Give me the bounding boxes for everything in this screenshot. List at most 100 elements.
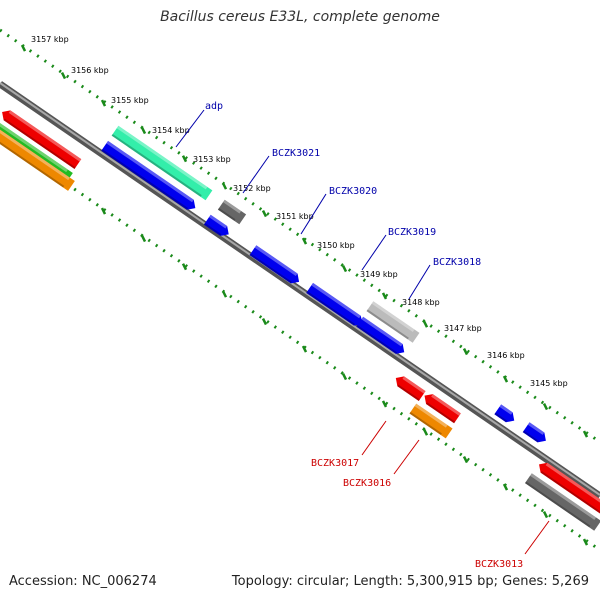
gene-adp-highlight xyxy=(116,125,208,190)
gene-blue-bczk3020[interactable] xyxy=(249,245,303,287)
gene-red-bczk3013-shape xyxy=(539,462,600,515)
gene-blue-bczk3021-highlight xyxy=(106,140,194,203)
gene-blue-small-3[interactable] xyxy=(522,422,550,445)
outer-ruler-tick-14 xyxy=(542,402,549,411)
gene-orange-left[interactable] xyxy=(0,113,75,191)
ruler-tick-label: 3147 kbp xyxy=(444,324,482,333)
gene-red-bczk3016[interactable] xyxy=(421,391,461,424)
gene-blue-small-2-shade xyxy=(494,412,508,423)
gene-green-left-highlight xyxy=(0,105,68,173)
gene-label-adp[interactable]: adp xyxy=(205,101,223,112)
gene-gray-bczk3013-highlight xyxy=(530,473,597,520)
gene-blue-3018b-highlight xyxy=(361,316,403,347)
gene-blue-small-shape xyxy=(203,214,229,236)
gene-red-far-left-highlight xyxy=(8,110,82,162)
gene-gray-small[interactable] xyxy=(217,199,247,225)
gene-blue-bczk3020-highlight xyxy=(254,245,298,276)
gene-blue-3018b[interactable] xyxy=(356,316,407,357)
gene-blue-bczk3021-shade xyxy=(101,149,189,210)
gene-blue-bczk3020-shape xyxy=(249,245,300,284)
inner-ruler-tick-10 xyxy=(381,400,388,408)
gene-gray-small-shade xyxy=(217,207,236,221)
gene-red-far-left[interactable] xyxy=(0,107,82,169)
gene-blue-small-2-shape xyxy=(494,404,515,423)
inner-ruler-tick-13 xyxy=(502,483,509,491)
outer-ruler-tick-15 xyxy=(582,430,589,438)
gene-leader-lines xyxy=(175,109,550,555)
backbone-highlight xyxy=(0,82,600,496)
gene-label-bczk3017[interactable]: BCZK3017 xyxy=(311,458,359,469)
ruler-tick-label: 3151 kbp xyxy=(276,212,314,221)
gene-leader-line-3 xyxy=(300,193,327,235)
gene-features xyxy=(0,105,600,531)
gene-orange-bczk3016-highlight xyxy=(414,403,448,428)
gene-blue-bczk3019-highlight xyxy=(311,282,361,319)
outer-ruler-tick-4 xyxy=(140,126,147,135)
inner-ruler-tick-12 xyxy=(462,456,469,464)
ruler-tick-label: 3145 kbp xyxy=(530,379,568,388)
gene-blue-small-shade xyxy=(203,222,222,236)
gene-orange-left-highlight xyxy=(0,113,70,181)
outer-ruler-tick-11 xyxy=(422,320,429,328)
outer-ruler-tick-1 xyxy=(20,44,27,52)
gene-blue-small-2[interactable] xyxy=(494,404,517,425)
gene-red-bczk3013-shade xyxy=(540,471,600,515)
gene-leader-line-5 xyxy=(408,264,431,300)
ruler-tick-label: 3155 kbp xyxy=(111,96,149,105)
outer-ruler-tick-12 xyxy=(462,348,469,356)
gene-red-far-left-shape xyxy=(2,110,82,169)
gene-leader-line-8 xyxy=(524,520,550,555)
gene-adp-shade xyxy=(111,134,202,197)
gene-leader-line-4 xyxy=(361,234,387,271)
gene-lightgray-bczk3018-shade xyxy=(366,309,409,340)
gene-gray-small-shape xyxy=(217,199,247,225)
ruler-ticks xyxy=(20,44,589,546)
gene-blue-small-3-highlight xyxy=(527,422,545,435)
outer-ruler-tick-2 xyxy=(60,72,67,80)
gene-red-bczk3013[interactable] xyxy=(536,459,600,515)
gene-label-bczk3016[interactable]: BCZK3016 xyxy=(343,478,391,489)
outer-ruler-tick-7 xyxy=(261,210,268,218)
outer-ruler-track xyxy=(0,28,600,444)
ruler-tick-label: 3153 kbp xyxy=(193,155,231,164)
gene-leader-line-7 xyxy=(393,439,420,475)
gene-adp-shape xyxy=(111,125,213,201)
inner-ruler-track xyxy=(0,136,600,552)
gene-lightgray-bczk3018[interactable] xyxy=(366,301,420,343)
gene-adp[interactable] xyxy=(111,125,213,201)
gene-red-bczk3017-shape xyxy=(395,376,426,402)
outer-ruler-tick-5 xyxy=(181,155,188,163)
genome-summary-text: Topology: circular; Length: 5,300,915 bp… xyxy=(231,574,589,589)
gene-orange-bczk3016[interactable] xyxy=(409,403,453,439)
inner-ruler-tick-7 xyxy=(261,318,268,326)
gene-label-bczk3018[interactable]: BCZK3018 xyxy=(433,257,481,268)
gene-blue-bczk3019[interactable] xyxy=(306,282,366,329)
gene-gray-bczk3013[interactable] xyxy=(524,473,600,531)
gene-lightgray-bczk3018-shape xyxy=(366,301,420,343)
inner-ruler-tick-3 xyxy=(100,207,107,215)
outer-ruler-tick-10 xyxy=(381,292,388,300)
gene-label-bczk3020[interactable]: BCZK3020 xyxy=(329,186,377,197)
gene-red-bczk3017-shade xyxy=(397,384,420,402)
ruler-tick-label: 3150 kbp xyxy=(317,241,355,250)
inner-ruler-tick-5 xyxy=(181,263,188,271)
gene-red-bczk3016-highlight xyxy=(431,394,461,416)
gene-red-bczk3017[interactable] xyxy=(392,373,426,402)
gene-lightgray-bczk3018-highlight xyxy=(371,301,415,332)
accession-text: Accession: NC_006274 xyxy=(9,574,157,589)
gene-label-bczk3021[interactable]: BCZK3021 xyxy=(272,148,320,159)
gene-red-bczk3016-shade xyxy=(426,402,456,424)
gene-label-bczk3019[interactable]: BCZK3019 xyxy=(388,227,436,238)
ruler-tick-label: 3148 kbp xyxy=(402,298,440,307)
outer-ruler-tick-13 xyxy=(502,375,509,383)
gene-blue-bczk3021[interactable] xyxy=(101,140,198,213)
inner-ruler-tick-8 xyxy=(301,345,308,353)
gene-blue-small[interactable] xyxy=(203,214,232,240)
gene-blue-bczk3021-shape xyxy=(101,140,196,210)
ruler-tick-label: 3146 kbp xyxy=(487,351,525,360)
inner-ruler-tick-9 xyxy=(341,372,348,381)
gene-label-bczk3013[interactable]: BCZK3013 xyxy=(475,559,523,570)
ruler-tick-label: 3152 kbp xyxy=(233,184,271,193)
gene-blue-bczk3019-shade xyxy=(306,291,356,326)
